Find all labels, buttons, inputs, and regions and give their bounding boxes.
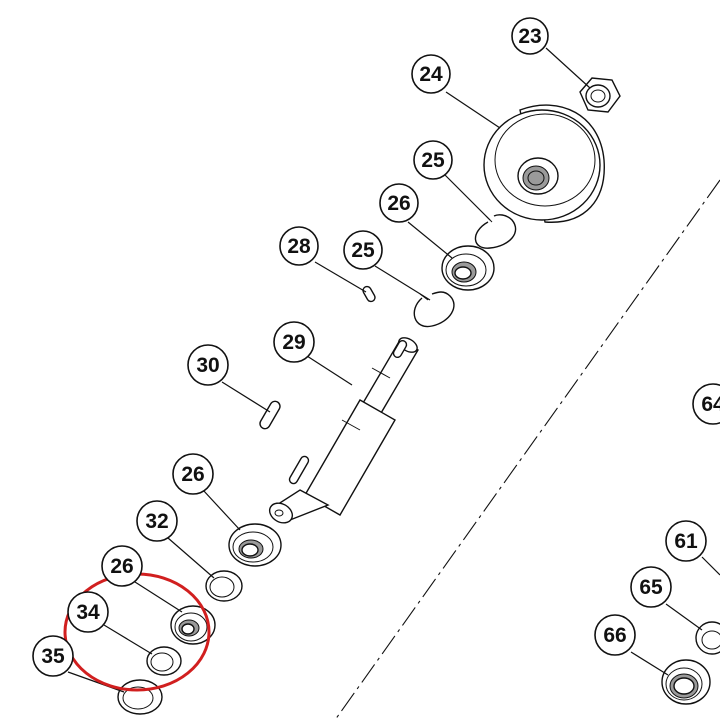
callout-label: 65 <box>639 576 663 599</box>
assembly-centerline <box>334 179 720 720</box>
callout-30[interactable]: 30 <box>187 344 229 386</box>
callout-66[interactable]: 66 <box>594 614 636 656</box>
ring-35-part <box>117 679 163 715</box>
callout-label: 32 <box>145 510 168 533</box>
callout-label: 28 <box>287 235 311 258</box>
callout-26-lower[interactable]: 26 <box>101 545 143 587</box>
callout-label: 29 <box>282 331 305 354</box>
bearing-lower-part <box>170 605 216 645</box>
callout-28[interactable]: 28 <box>279 226 319 266</box>
callout-label: 66 <box>603 624 626 647</box>
ring-66-part <box>661 659 711 705</box>
callout-64[interactable]: 64 <box>692 383 720 425</box>
callout-26-upper[interactable]: 26 <box>379 183 419 223</box>
bearing-middle-part <box>228 523 282 567</box>
callout-29[interactable]: 29 <box>273 321 315 363</box>
callout-25-upper[interactable]: 25 <box>413 140 453 180</box>
callout-label: 25 <box>351 239 375 262</box>
callout-label: 24 <box>419 63 443 86</box>
callout-25-lower[interactable]: 25 <box>343 230 383 270</box>
ring-65-part <box>695 621 720 655</box>
spacer-ring-part <box>205 570 243 602</box>
callout-label: 61 <box>674 530 698 553</box>
bearing-upper-part <box>441 245 495 291</box>
callout-label: 26 <box>110 555 133 578</box>
shaft-part <box>268 337 419 524</box>
callout-32[interactable]: 32 <box>136 500 178 542</box>
callout-23[interactable]: 23 <box>511 17 549 55</box>
callout-label: 30 <box>196 354 219 377</box>
callout-65[interactable]: 65 <box>630 566 672 608</box>
snap-ring-lower-part <box>413 291 455 328</box>
callout-35[interactable]: 35 <box>32 635 74 677</box>
snap-ring-upper-part <box>474 214 517 249</box>
leader-lines <box>67 47 720 693</box>
callout-label: 26 <box>181 463 204 486</box>
key-part <box>259 400 281 430</box>
callout-26-middle[interactable]: 26 <box>172 453 214 495</box>
small-key-part <box>362 285 376 303</box>
callout-34[interactable]: 34 <box>67 591 109 633</box>
callout-label: 64 <box>701 393 720 416</box>
hex-nut-part <box>579 77 621 113</box>
pulley-part <box>483 104 605 223</box>
callout-label: 25 <box>421 149 445 172</box>
callout-label: 23 <box>518 25 541 48</box>
callout-label: 34 <box>76 601 100 624</box>
callout-label: 35 <box>41 645 65 668</box>
callout-label: 26 <box>387 192 410 215</box>
ring-34-part <box>146 646 182 676</box>
callout-24[interactable]: 24 <box>411 54 451 94</box>
callout-61[interactable]: 61 <box>665 520 707 562</box>
